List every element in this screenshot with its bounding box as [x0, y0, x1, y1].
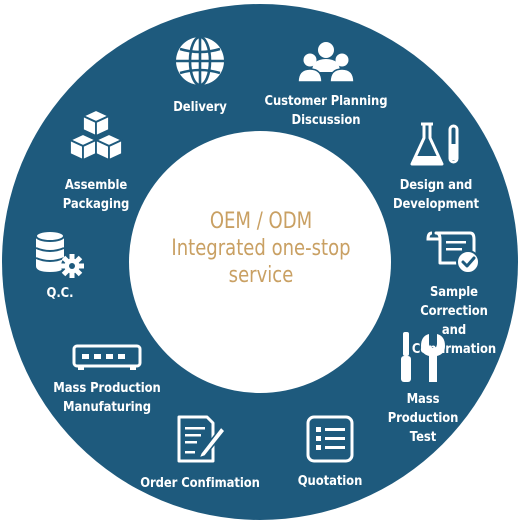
form-pen-icon: [177, 415, 227, 463]
boxes-icon: [69, 109, 123, 161]
step-label: Q.C.: [46, 285, 74, 301]
step-quotation: Quotation: [280, 414, 380, 491]
step-assemble-packaging: Assemble Packaging: [50, 108, 142, 214]
step-design-development: Design and Development: [380, 120, 492, 214]
step-label: Customer Planning Discussion: [264, 93, 388, 128]
step-label: Assemble Packaging: [62, 177, 130, 212]
people-icon: [298, 42, 354, 83]
step-label: Delivery: [173, 99, 227, 115]
step-delivery: Delivery: [150, 34, 250, 117]
document-check-icon: [426, 231, 480, 274]
step-mass-production-manufacturing: Mass Production Manufaturing: [40, 343, 174, 417]
database-gear-icon: [35, 230, 84, 278]
step-label: Mass Production Test: [387, 391, 459, 445]
step-label: Mass Production Manufaturing: [53, 380, 161, 415]
step-label: Design and Development: [392, 177, 480, 212]
center-title: OEM / ODM Integrated one-stop service: [171, 209, 351, 288]
step-customer-planning: Customer Planning Discussion: [254, 40, 398, 130]
step-label: Quotation: [297, 473, 363, 489]
list-icon: [306, 415, 354, 463]
step-label: Order Confimation: [140, 475, 260, 491]
step-order-confirmation: Order Confimation: [130, 413, 270, 493]
globe-icon: [176, 35, 224, 87]
tools-icon: [401, 332, 445, 382]
step-qc: Q.C.: [20, 228, 100, 303]
flask-icon: [410, 122, 459, 166]
step-mass-production-test: Mass Production Test: [362, 330, 484, 447]
machine-icon: [72, 344, 142, 370]
step-sample-correction: Sample Correction and Confirmation: [390, 229, 518, 359]
